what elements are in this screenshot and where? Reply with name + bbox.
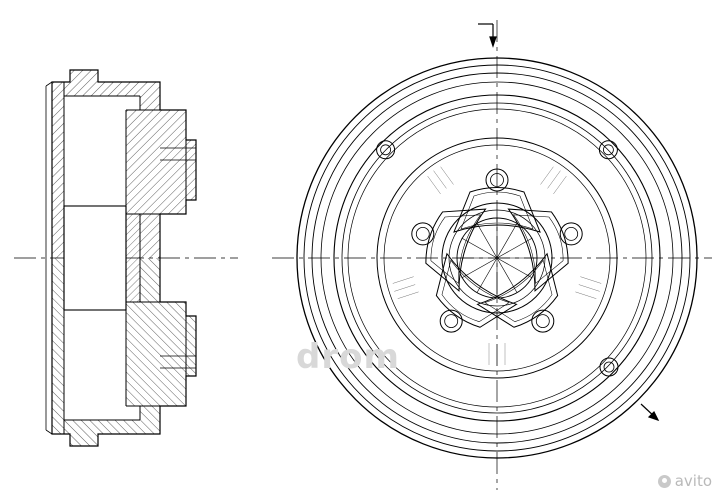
hub-bore-section (63, 205, 127, 311)
bolt-hole (411, 222, 435, 246)
watermark-corner-text: avito (674, 472, 712, 490)
section-view-group (14, 69, 238, 447)
section-arrow-bottom (640, 403, 660, 422)
bolt-hole (531, 309, 555, 333)
section-outer-skin (45, 81, 53, 435)
locating-hole (599, 357, 619, 377)
locating-hole (598, 140, 618, 160)
front-view-group (272, 20, 712, 490)
locating-hole (376, 140, 396, 160)
section-arrow-top (478, 23, 497, 48)
bolt-hole (439, 309, 463, 333)
spoke-pockets (425, 187, 569, 328)
locating-holes (376, 140, 619, 377)
bolt-hole (559, 222, 583, 246)
watermark-corner: avito (657, 472, 712, 490)
section-hatch-lower (52, 258, 196, 446)
section-hatch-upper (52, 70, 196, 258)
section-bolt-hole-lines (160, 147, 196, 369)
watermark-center: drom (296, 337, 400, 377)
avito-logo-icon (657, 474, 671, 488)
